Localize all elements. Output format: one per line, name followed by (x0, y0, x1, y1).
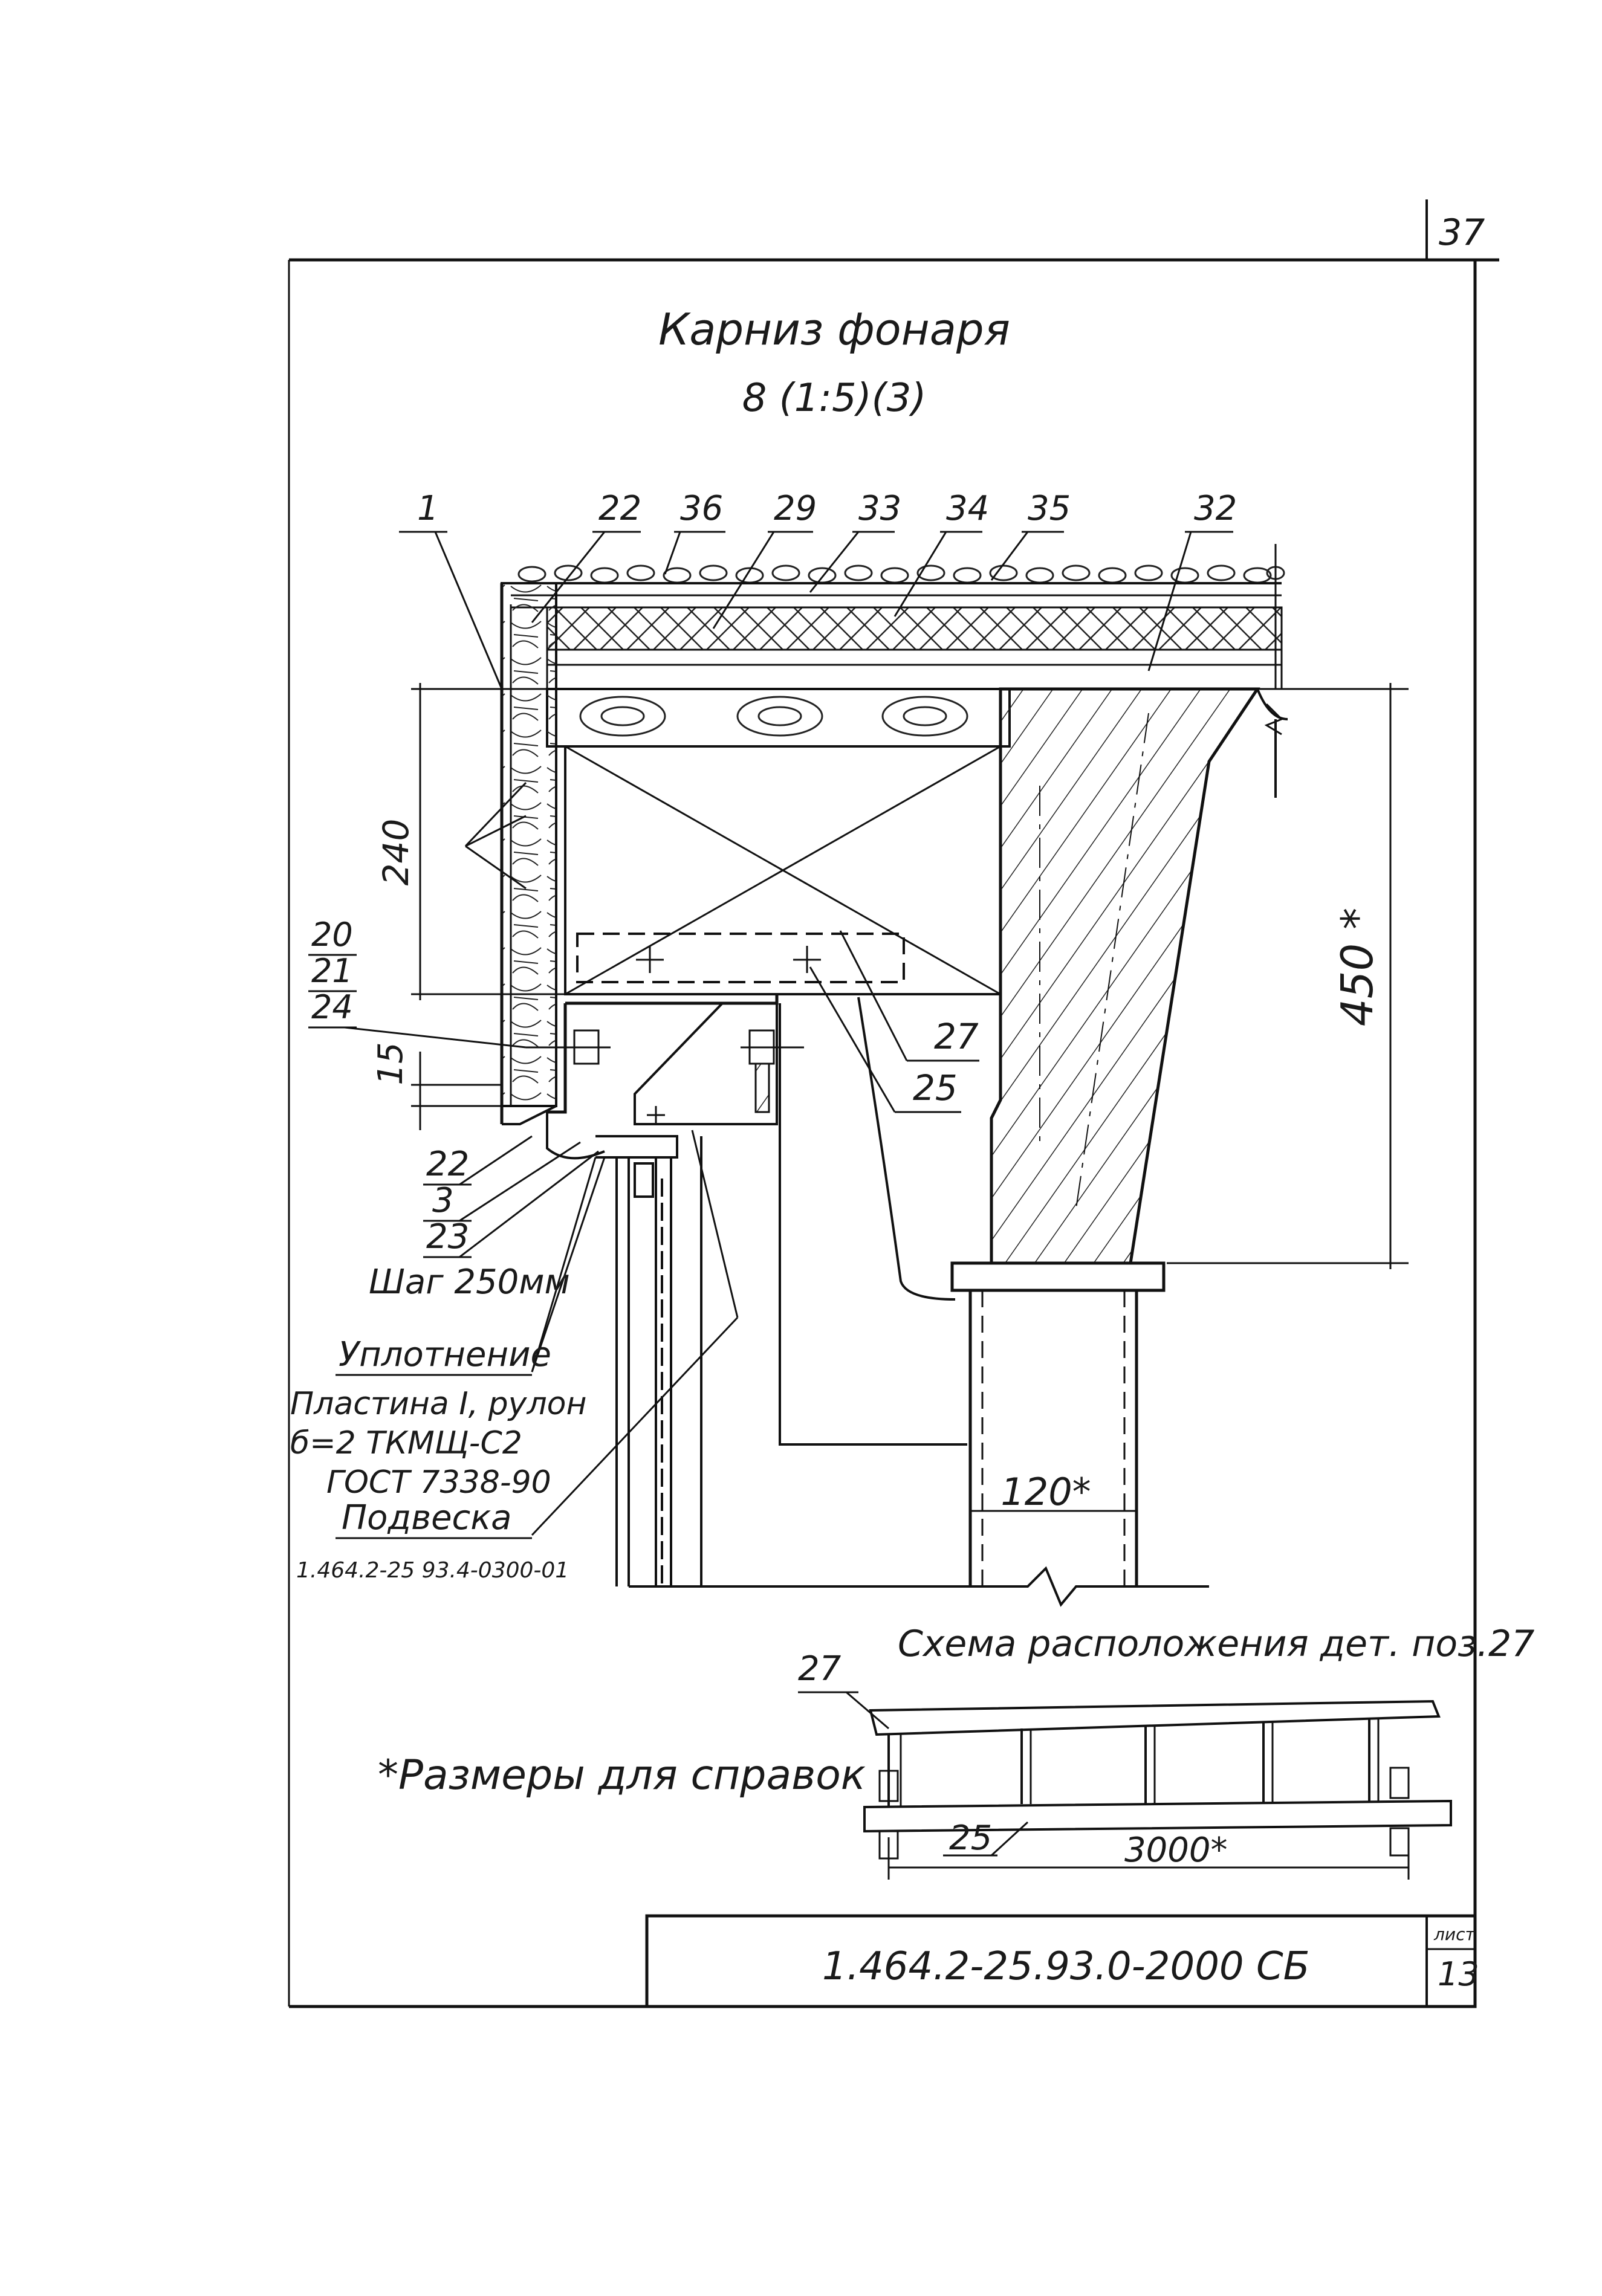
seal-line-3: ГОСТ 7338-90 (326, 1464, 551, 1501)
callout-leaders-bottom-left (423, 1130, 739, 1536)
wood-knots (579, 696, 968, 737)
callout-3: 3 (432, 1181, 454, 1220)
callout-25: 25 (913, 1067, 958, 1108)
bolt-right (741, 1029, 804, 1113)
sheet-label: лист (1433, 1924, 1475, 1944)
callout-1: 1 (417, 489, 439, 528)
page-corner-number: 37 (1439, 212, 1485, 254)
insulation-layer (546, 606, 1283, 651)
gravel-protective-layer (517, 564, 1285, 584)
view-label: 8 (1:5)(3) (742, 376, 927, 421)
sheet-number: 13 (1438, 1955, 1479, 1993)
base-plate (950, 1261, 1166, 1292)
roof-layers (511, 544, 1285, 748)
callout-leaders-top (399, 531, 1233, 690)
callout-23: 23 (426, 1217, 469, 1256)
dim-15 (411, 1052, 502, 1130)
seal-line-2: б=2 ТКМЩ-С2 (290, 1425, 522, 1461)
hanger-bracket (634, 1002, 778, 1125)
callout-21: 21 (311, 952, 353, 990)
channel-27-hidden (576, 933, 905, 983)
document-code: 1.464.2-25.93.0-2000 СБ (822, 1944, 1310, 1989)
scheme-callout-25: 25 (949, 1819, 992, 1858)
dim-450 (1167, 683, 1409, 1269)
seal-heading: Уплотнение (339, 1335, 551, 1374)
glazing-frame (615, 1136, 702, 1586)
reference-note: *Размеры для справок (378, 1751, 866, 1799)
callout-24: 24 (311, 988, 353, 1026)
dim-120-label: 120* (1000, 1470, 1091, 1514)
callout-35: 35 (1028, 489, 1071, 528)
dim-240 (411, 683, 565, 1000)
sheet-frame (288, 199, 1499, 2008)
callout-22-top: 22 (598, 489, 641, 528)
callout-29: 29 (774, 489, 817, 528)
dim-15-label: 15 (371, 1042, 410, 1085)
callout-34: 34 (946, 489, 989, 528)
callout-leaders-right (809, 930, 979, 1113)
pitch-note: Шаг 250мм (369, 1263, 570, 1302)
bolt-left (526, 1029, 611, 1065)
scheme-title: Схема расположения дет. поз.27 (898, 1623, 1534, 1665)
seal-line-1: Пластина I, рулон (290, 1386, 587, 1422)
hanger-heading: Подвеска (342, 1498, 511, 1538)
callout-22-bottom: 22 (426, 1145, 469, 1184)
hanger-code: 1.464.2-25 93.4-0300-01 (296, 1558, 569, 1583)
break-line (629, 1566, 1209, 1607)
screed-layer (546, 648, 1283, 690)
drawing-title: Карниз фонаря (658, 304, 1010, 355)
dim-240-label: 240 (375, 819, 417, 886)
crosshair-marks (636, 946, 821, 973)
scheme-callout-27: 27 (798, 1649, 842, 1689)
callout-20: 20 (311, 916, 353, 954)
callout-32: 32 (1194, 489, 1237, 528)
steel-column (968, 1290, 1138, 1586)
dim-450-label: 450 * (1332, 908, 1383, 1026)
callout-leaders-left (308, 781, 527, 1049)
title-block (645, 1914, 1477, 2008)
hanger-crosshair (647, 1106, 665, 1124)
scheme-drawing (798, 1691, 1452, 1880)
concrete-rafter (990, 687, 1260, 1265)
callout-27: 27 (934, 1016, 979, 1057)
scheme-span: 3000* (1124, 1831, 1228, 1870)
callout-33: 33 (858, 489, 901, 528)
callout-36: 36 (680, 489, 723, 528)
